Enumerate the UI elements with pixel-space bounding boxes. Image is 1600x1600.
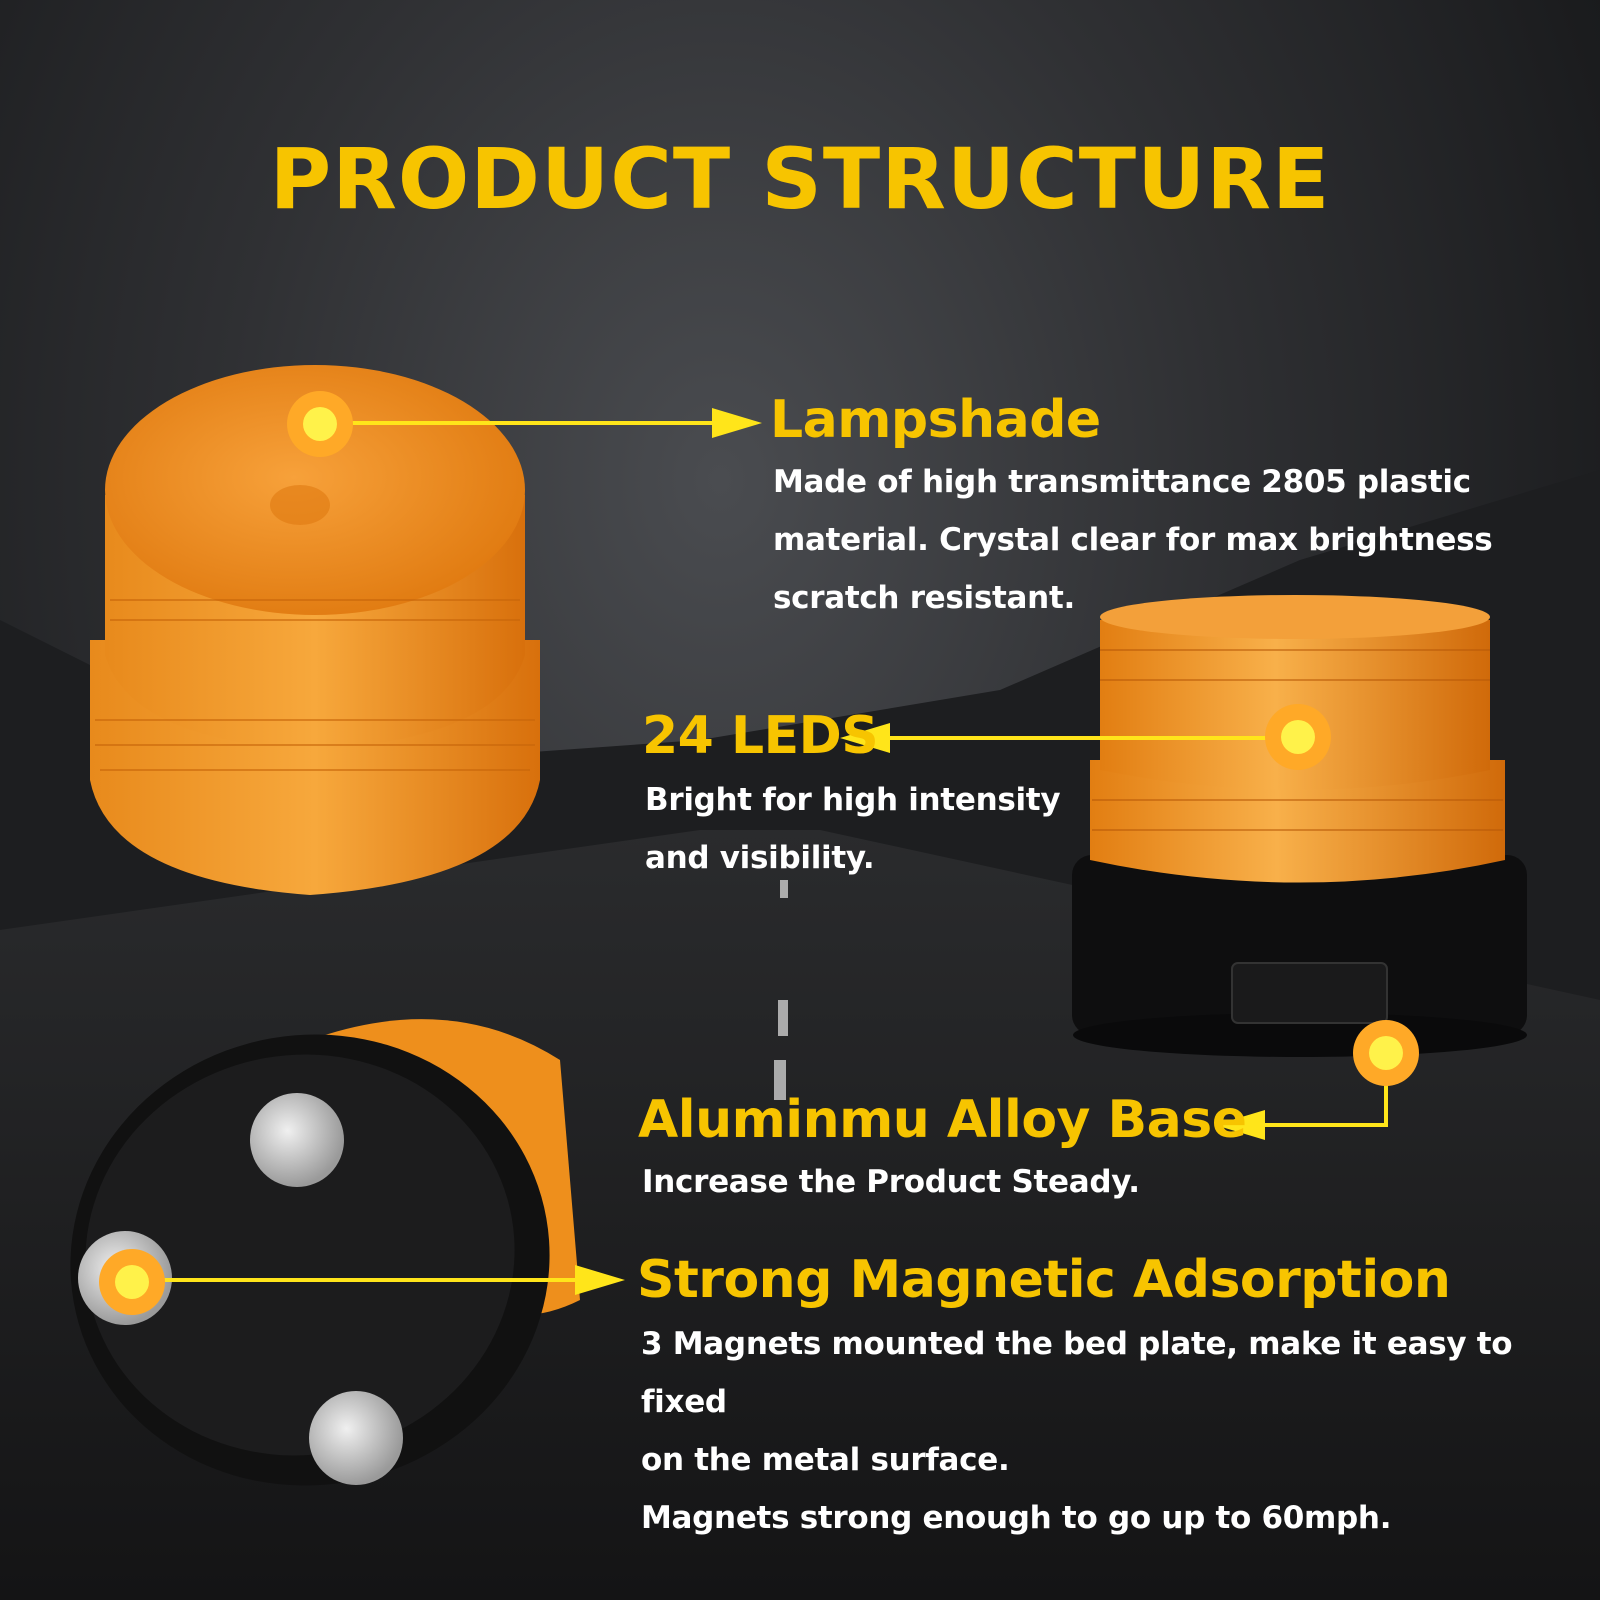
base-heading: Aluminmu Alloy Base <box>638 1090 1247 1150</box>
magnets-description: 3 Magnets mounted the bed plate, make it… <box>641 1326 1513 1536</box>
magnets-callout-dot <box>99 1249 165 1315</box>
leds-description: Bright for high intensity and visibility… <box>645 782 1061 876</box>
magnets-heading: Strong Magnetic Adsorption <box>637 1250 1451 1310</box>
leds-heading: 24 LEDS <box>642 706 879 766</box>
lampshade-description: Made of high transmittance 2805 plastic … <box>773 464 1493 616</box>
lampshade-callout-dot <box>287 391 353 457</box>
base-description: Increase the Product Steady. <box>642 1164 1140 1200</box>
base-callout-dot <box>1353 1020 1419 1086</box>
page-title: PRODUCT STRUCTURE <box>269 130 1331 228</box>
leds-callout-dot <box>1265 704 1331 770</box>
lampshade-heading: Lampshade <box>770 390 1101 450</box>
